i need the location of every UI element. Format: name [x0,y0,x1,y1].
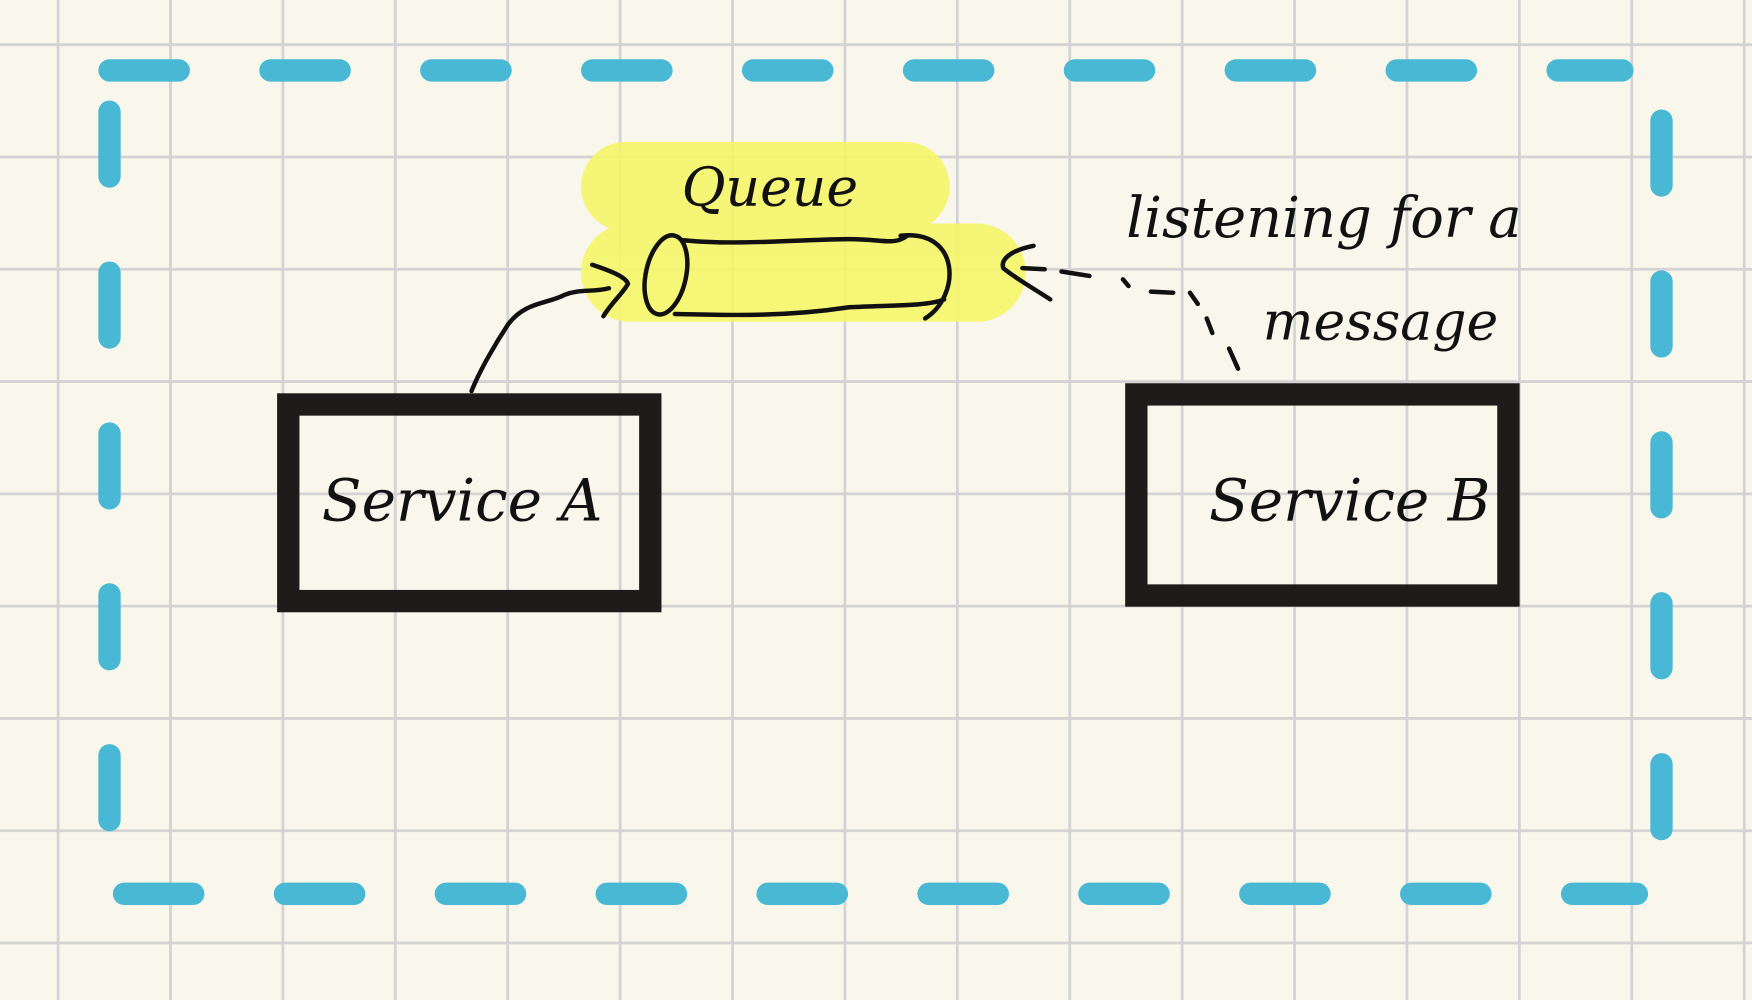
service-b-box: Service B [1125,383,1520,607]
service-b-label: Service B [1209,467,1490,535]
queue-highlight [581,141,1026,322]
listening-label-line1: listening for a [1126,186,1521,251]
queue-label: Queue [682,156,859,219]
arrow-service-a-to-queue [469,262,631,394]
service-a-label: Service A [322,467,603,535]
system-boundary [98,59,1673,906]
service-a-box: Service A [277,393,662,613]
arrow-listening-dashed [1000,243,1241,371]
queue-cylinder-icon [642,233,952,321]
listening-label-line2: message [1263,290,1499,353]
